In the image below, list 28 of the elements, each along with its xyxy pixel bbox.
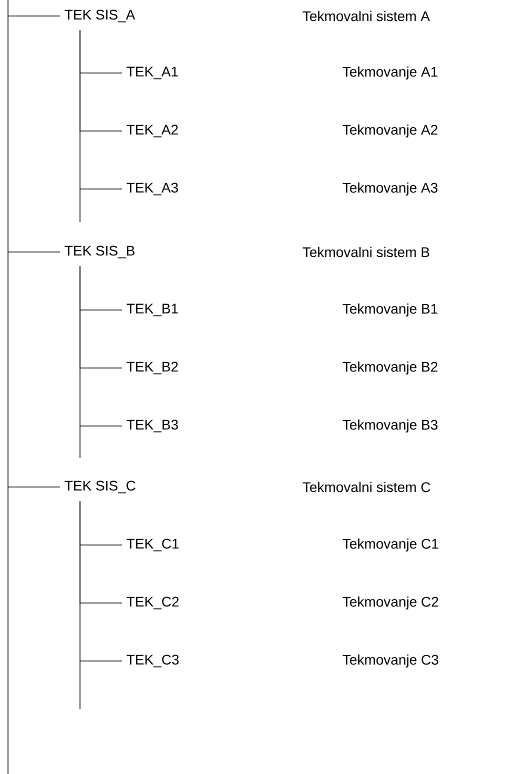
node-label: TEK_A1 — [126, 66, 178, 80]
description-text: Tekmovalni sistem B — [302, 246, 430, 258]
description-text: Tekmovanje C3 — [342, 654, 438, 668]
node-label: TEK_C2 — [126, 596, 179, 610]
node-label: TEK_C3 — [126, 654, 179, 668]
connector-line — [80, 266, 122, 458]
node-label: TEK_B3 — [126, 420, 178, 432]
description-text: Tekmovanje A3 — [342, 182, 438, 196]
description-text: Tekmovanje C1 — [342, 538, 438, 552]
description-text: Tekmovanje B3 — [342, 419, 438, 433]
node-label: TEK_A2 — [126, 124, 178, 138]
description-text: Tekmovanje B2 — [342, 361, 438, 375]
node-label: TEK_C1 — [126, 538, 179, 552]
connector-line — [80, 500, 122, 710]
description-text: Tekmovanje A1 — [342, 66, 438, 80]
node-label: TEK_B1 — [126, 304, 178, 316]
node-label: TEK_A3 — [126, 182, 178, 196]
node-label: TEK SIS_B — [64, 246, 134, 258]
node-label: TEK_B2 — [126, 362, 178, 374]
description-text: Tekmovanje C2 — [342, 596, 438, 610]
node-label: TEK SIS_A — [64, 10, 136, 22]
connector-line — [8, 486, 60, 488]
description-text: Tekmovanje B1 — [342, 303, 438, 317]
description-text: Tekmovanje A2 — [342, 124, 438, 138]
description-text: Tekmovalni sistem C — [302, 482, 430, 492]
description-text: Tekmovalni sistem A — [302, 10, 430, 22]
node-label: TEK SIS_C — [64, 480, 136, 494]
connector-line — [80, 30, 122, 222]
